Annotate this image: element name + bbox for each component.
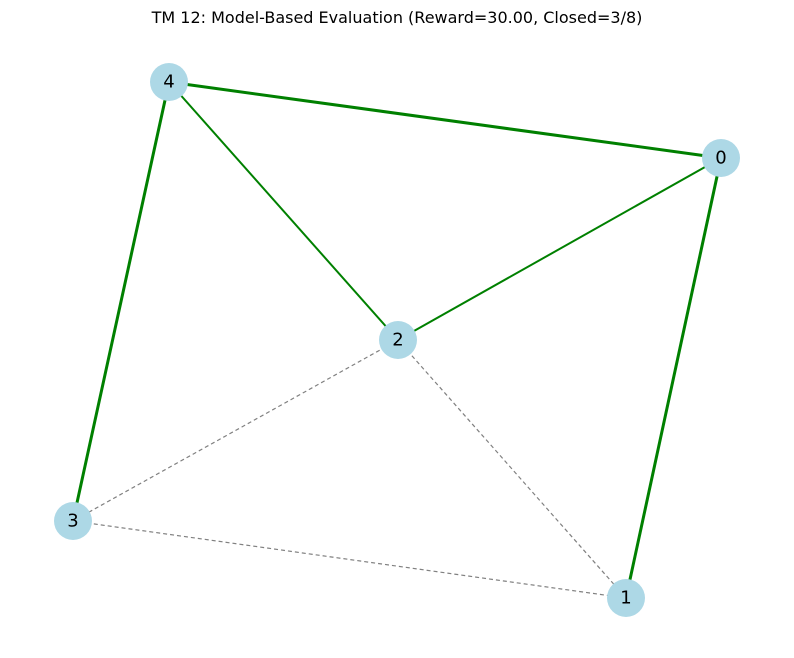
node-0: 0 bbox=[702, 139, 740, 177]
node-1: 1 bbox=[607, 579, 645, 617]
node-circle-3 bbox=[54, 502, 92, 540]
node-circle-2 bbox=[379, 321, 417, 359]
node-label-4: 4 bbox=[163, 72, 174, 93]
node-circle-4 bbox=[150, 63, 188, 101]
node-circle-1 bbox=[607, 579, 645, 617]
node-3: 3 bbox=[54, 502, 92, 540]
edge-2-1 bbox=[397, 339, 627, 599]
edge-2-3 bbox=[72, 339, 399, 522]
node-label-3: 3 bbox=[67, 511, 78, 532]
node-label-1: 1 bbox=[620, 588, 631, 609]
edge-4-0 bbox=[168, 80, 722, 160]
edge-3-1 bbox=[72, 520, 627, 599]
node-4: 4 bbox=[150, 63, 188, 101]
edge-0-1 bbox=[624, 157, 723, 599]
node-circle-0 bbox=[702, 139, 740, 177]
edge-4-3 bbox=[71, 81, 171, 522]
node-label-2: 2 bbox=[392, 330, 403, 351]
node-label-0: 0 bbox=[715, 148, 726, 169]
edge-4-2 bbox=[168, 81, 399, 341]
edge-0-2 bbox=[397, 157, 722, 341]
node-2: 2 bbox=[379, 321, 417, 359]
diagram-title: TM 12: Model-Based Evaluation (Reward=30… bbox=[151, 8, 643, 27]
nodes-layer: 0 1 2 3 4 bbox=[54, 63, 740, 617]
edges-layer bbox=[71, 80, 723, 599]
